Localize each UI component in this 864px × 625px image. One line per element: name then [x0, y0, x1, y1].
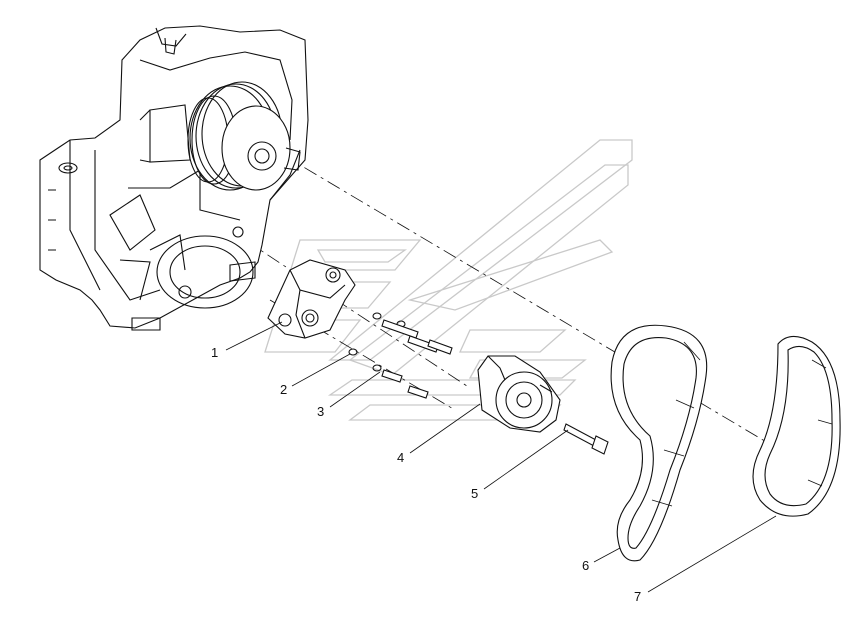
callout-4: 4 — [397, 450, 404, 465]
callout-7: 7 — [634, 589, 641, 604]
long-bolt — [563, 423, 609, 455]
callout-5: 5 — [471, 486, 478, 501]
callout-6: 6 — [582, 558, 589, 573]
poly-v-belt-large — [610, 324, 708, 562]
leader-lines — [225, 321, 777, 593]
fan-pulley-hub — [139, 81, 301, 191]
washer-parts — [348, 312, 406, 372]
poly-v-belt-small — [752, 335, 841, 517]
callout-1: 1 — [211, 345, 218, 360]
callout-labels: 1 2 3 4 5 6 7 — [211, 345, 641, 604]
tensioner-bracket — [267, 259, 356, 339]
callout-3: 3 — [317, 404, 324, 419]
callout-2: 2 — [280, 382, 287, 397]
short-bolts — [381, 319, 453, 399]
belt-tensioner — [477, 355, 561, 433]
